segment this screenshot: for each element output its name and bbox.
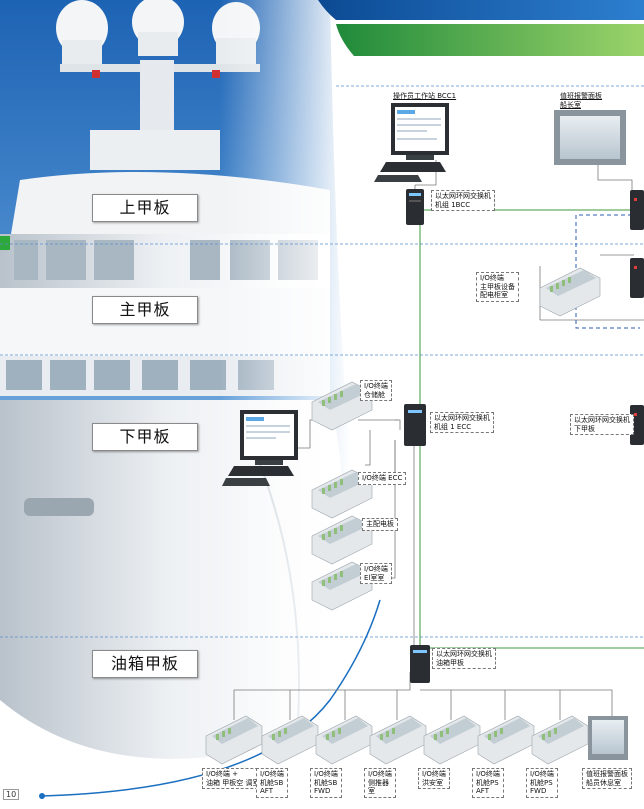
label-io-cabin-l1: I/O终端 <box>364 565 388 573</box>
alarm-panel-crew <box>588 716 628 760</box>
label-switch-bridge-l1: 以太网环网交换机 <box>435 192 491 200</box>
deck-label-upper: 上甲板 <box>92 194 198 222</box>
label-io-tank-1: I/O终端 + 油箱 甲板空 调室 <box>202 768 264 789</box>
label-io-tank-3-l2: 机舱SB <box>314 778 338 787</box>
label-io-tank-1-l2: 油箱 甲板空 调室 <box>206 778 260 787</box>
label-io-ecc: I/O终端 ECC <box>358 472 407 485</box>
label-io-main-electrical: I/O终端 主甲板设备 配电柜室 <box>476 272 519 302</box>
label-io-tank-7-l3: FWD <box>530 787 547 795</box>
label-io-tank-3-l3: FWD <box>314 787 331 795</box>
label-switch-right-l1: 以太网环网交换机 <box>574 416 630 424</box>
ship-illustration <box>0 0 350 809</box>
label-io-tank-4-l1: I/O终端 <box>368 770 392 778</box>
label-switch-ecc: 以太网环网交换机 机组 1 ECC <box>430 412 494 433</box>
right-switch-leds <box>634 198 637 416</box>
label-switch-bridge: 以太网环网交换机 机组 1BCC <box>431 190 495 211</box>
label-io-tank-4: I/O终端 侧推器 室 <box>364 768 396 798</box>
switch-ecc <box>404 404 426 446</box>
label-alarm-panel-captain: 值班报警面板 船长室 <box>560 92 602 109</box>
label-io-tank-6-l1: I/O终端 <box>476 770 500 778</box>
deck-label-tank: 油箱甲板 <box>92 650 198 678</box>
workstation-bcc1 <box>374 103 449 182</box>
label-alarm-panel-captain-l1: 值班报警面板 <box>560 92 602 100</box>
label-switch-ecc-l2: 机组 1 ECC <box>434 422 472 431</box>
label-io-warehouse: I/O终端 仓储舱 <box>360 380 392 401</box>
bottom-curve-dot <box>39 793 45 799</box>
label-io-tank-4-l2: 侧推器 <box>368 778 389 787</box>
label-switch-right-l2: 下甲板 <box>574 424 595 433</box>
label-switch-ecc-l1: 以太网环网交换机 <box>434 414 490 422</box>
io-modules <box>205 267 601 765</box>
label-io-tank-5-l2: 洪安室 <box>422 778 443 787</box>
label-io-tank-5-l1: I/O终端 <box>422 770 446 778</box>
label-alarm-panel-crew: 值班报警面板 船员休息室 <box>582 768 632 789</box>
workstation-ecc <box>222 410 298 486</box>
label-switch-bridge-l2: 机组 1BCC <box>435 200 471 209</box>
label-io-tank-2-l2: 机舱SB <box>260 778 284 787</box>
label-io-main-distribution: 主配电板 <box>362 518 398 531</box>
deck-lines <box>0 243 644 638</box>
label-io-warehouse-l1: I/O终端 <box>364 382 388 390</box>
label-io-main-electrical-l2: 主甲板设备 <box>480 282 515 291</box>
label-switch-right: 以太网环网交换机 下甲板 <box>570 414 634 435</box>
label-io-tank-7: I/O终端 机舱PS FWD <box>526 768 558 798</box>
label-io-tank-6-l2: 机舱PS <box>476 778 499 787</box>
switch-bridge <box>406 189 424 225</box>
label-switch-tank-l2: 油箱甲板 <box>436 658 464 667</box>
switch-tank <box>410 645 430 683</box>
label-io-warehouse-l2: 仓储舱 <box>364 390 385 399</box>
label-operator-station: 操作员工作站 BCC1 <box>393 92 457 100</box>
label-io-tank-2: I/O终端 机舱SB AFT <box>256 768 288 798</box>
label-switch-tank: 以太网环网交换机 油箱甲板 <box>432 648 496 669</box>
label-io-tank-3: I/O终端 机舱SB FWD <box>310 768 342 798</box>
label-io-tank-7-l1: I/O终端 <box>530 770 554 778</box>
deck-label-main: 主甲板 <box>92 296 198 324</box>
label-alarm-panel-crew-l2: 船员休息室 <box>586 778 621 787</box>
label-io-main-electrical-l3: 配电柜室 <box>480 291 508 299</box>
label-io-tank-6: I/O终端 机舱PS AFT <box>472 768 504 798</box>
page-number: 10 <box>3 789 20 800</box>
alarm-panel-captain <box>554 110 626 165</box>
label-io-tank-1-l1: I/O终端 + <box>206 770 239 778</box>
header-banner <box>318 0 644 56</box>
label-switch-tank-l1: 以太网环网交换机 <box>436 650 492 658</box>
label-io-tank-5: I/O终端 洪安室 <box>418 768 450 789</box>
label-alarm-panel-crew-l1: 值班报警面板 <box>586 770 628 778</box>
label-io-main-electrical-l1: I/O终端 <box>480 274 504 282</box>
label-io-cabin: I/O终端 El室室 <box>360 563 392 584</box>
label-io-tank-2-l3: AFT <box>260 787 273 795</box>
label-io-tank-4-l3: 室 <box>368 787 375 795</box>
label-io-tank-7-l2: 机舱PS <box>530 778 553 787</box>
right-switches <box>630 190 644 445</box>
label-alarm-panel-captain-l2: 船长室 <box>560 100 581 109</box>
deck-label-lower: 下甲板 <box>92 423 198 451</box>
label-io-cabin-l2: El室室 <box>364 573 385 582</box>
label-io-tank-2-l1: I/O终端 <box>260 770 284 778</box>
label-io-tank-3-l1: I/O终端 <box>314 770 338 778</box>
label-io-tank-6-l3: AFT <box>476 787 489 795</box>
